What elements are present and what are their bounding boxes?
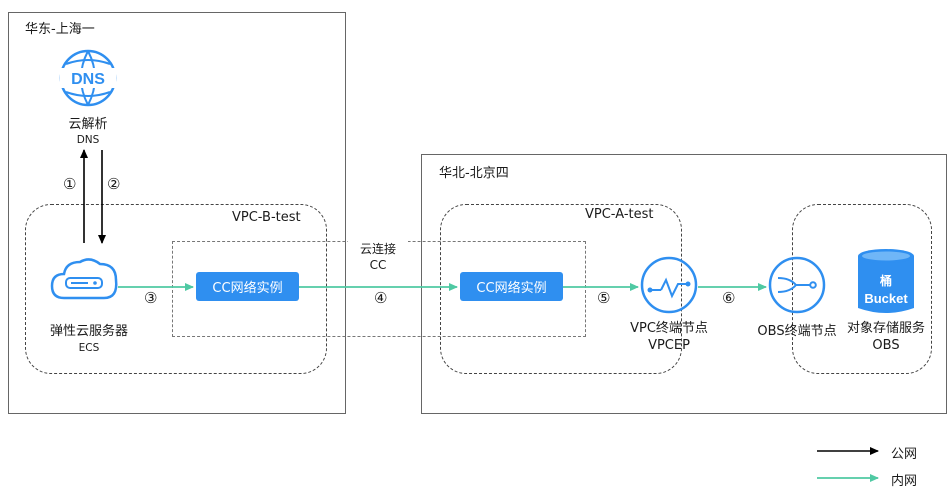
bucket-top-text: 桶 <box>880 273 892 288</box>
step-1: ① <box>63 175 77 193</box>
vpcep-icon <box>640 256 698 314</box>
cloud-connect-name: 云连接 <box>359 242 396 256</box>
obs-label: 对象存储服务 OBS <box>840 320 932 354</box>
cloud-connect-sub: CC <box>369 258 387 272</box>
dns-label: 云解析 DNS <box>58 113 118 146</box>
ecs-icon <box>50 258 118 300</box>
dns-icon-text: DNS <box>71 71 105 88</box>
vpc-b-label: VPC-B-test <box>232 210 301 225</box>
vpcep-sub: VPCEP <box>648 338 690 353</box>
obs-endpoint-label: OBS终端节点 <box>757 324 837 339</box>
ecs-name: 弹性云服务器 <box>49 324 128 339</box>
step-2: ② <box>107 175 121 193</box>
legend-internal-label: 内网 <box>891 474 918 489</box>
obs-sub: OBS <box>872 338 900 353</box>
ecs-sub: ECS <box>78 342 100 354</box>
step-6: ⑥ <box>722 289 736 307</box>
cc-instance-left[interactable]: CC网络实例 <box>196 272 299 301</box>
vpc-b-box <box>25 204 327 374</box>
region-north-title: 华北-北京四 <box>439 166 509 181</box>
obs-endpoint-icon <box>768 256 826 314</box>
step-4: ④ <box>374 289 388 307</box>
obs-bucket-icon: 桶 Bucket <box>858 249 914 313</box>
dns-sub: DNS <box>76 134 100 146</box>
legend-public-label: 公网 <box>891 447 918 462</box>
vpc-a-label: VPC-A-test <box>585 207 654 222</box>
obs-name: 对象存储服务 <box>846 321 925 336</box>
step-5: ⑤ <box>597 289 611 307</box>
dns-icon: DNS <box>59 49 117 107</box>
region-east-title: 华东-上海一 <box>25 22 95 37</box>
vpc-a-box <box>440 204 682 374</box>
ecs-label: 弹性云服务器 ECS <box>44 320 134 354</box>
vpcep-label: VPC终端节点 VPCEP <box>624 320 714 354</box>
vpcep-name: VPC终端节点 <box>630 321 708 336</box>
cc-instance-right[interactable]: CC网络实例 <box>460 272 563 301</box>
bucket-bottom-text: Bucket <box>864 291 908 306</box>
step-3: ③ <box>144 289 158 307</box>
cloud-connect-label: 云连接 CC <box>348 241 408 273</box>
dns-name: 云解析 <box>68 117 108 132</box>
